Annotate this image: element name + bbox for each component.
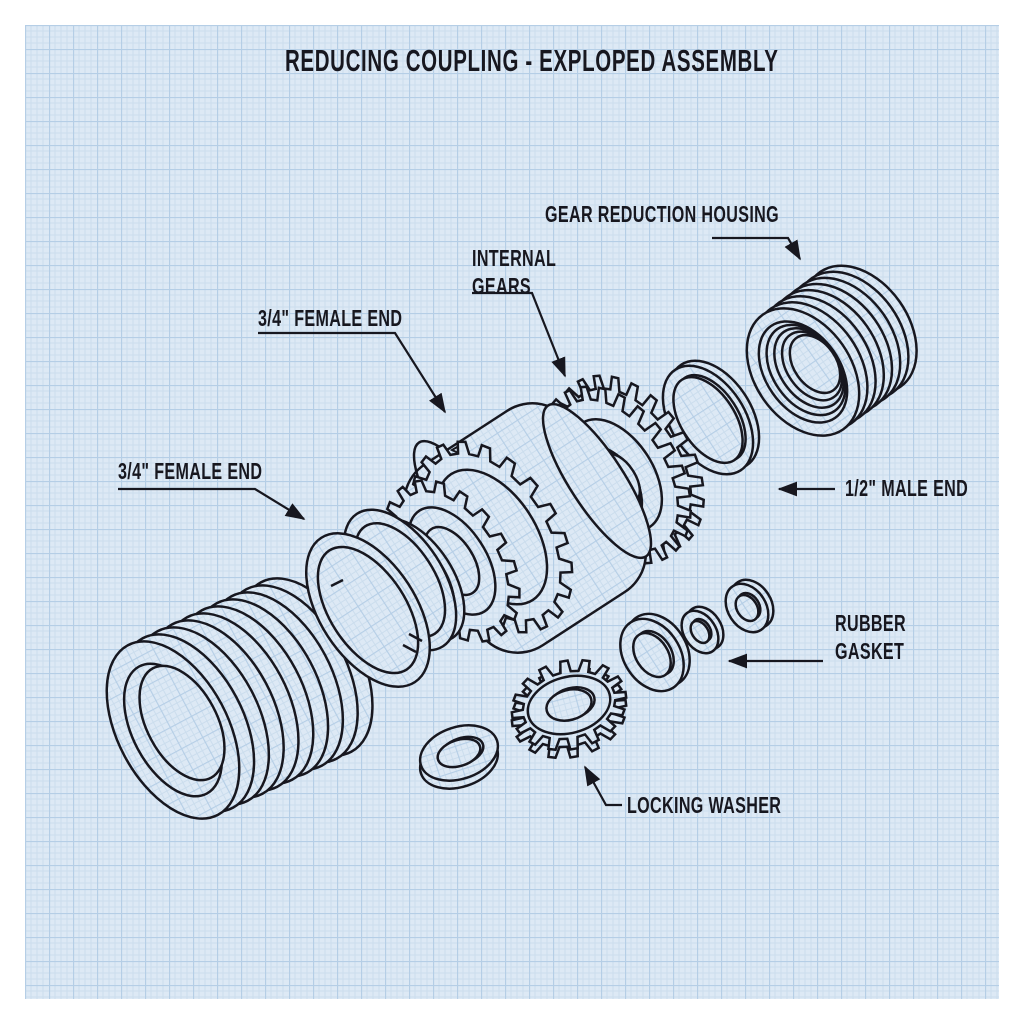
- locking-washer-drawing: [510, 658, 628, 760]
- label-rubber-gasket-line2: GASKET: [835, 638, 905, 665]
- female-coupling-large-drawing: [105, 577, 374, 820]
- oring-seal-drawing: [661, 359, 761, 476]
- label-gear-reduction-housing: GEAR REDUCTION HOUSING: [545, 201, 780, 227]
- label-female-end-left: 3/4" FEMALE END: [118, 458, 263, 484]
- label-internal-gears-line2: GEARS: [472, 273, 532, 300]
- page-title: REDUCING COUPLING - EXPLOPED ASSEMBLY: [285, 43, 779, 78]
- label-internal-gears-line1: INTERNAL: [472, 245, 557, 271]
- label-internal-gears: INTERNAL GEARS: [472, 244, 556, 300]
- label-male-end: 1/2" MALE END: [845, 475, 969, 501]
- flat-washer-drawing: [418, 724, 500, 790]
- rubber-gaskets-drawing: [619, 578, 775, 693]
- leader-arrows: [118, 236, 835, 807]
- retaining-rings-drawing: [304, 508, 458, 688]
- label-female-end-top: 3/4" FEMALE END: [258, 305, 403, 331]
- label-locking-washer: LOCKING WASHER: [627, 792, 782, 818]
- gear-reduction-housing-drawing: [745, 264, 918, 437]
- label-rubber-gasket: RUBBER GASKET: [835, 609, 906, 665]
- label-rubber-gasket-line1: RUBBER: [835, 610, 906, 636]
